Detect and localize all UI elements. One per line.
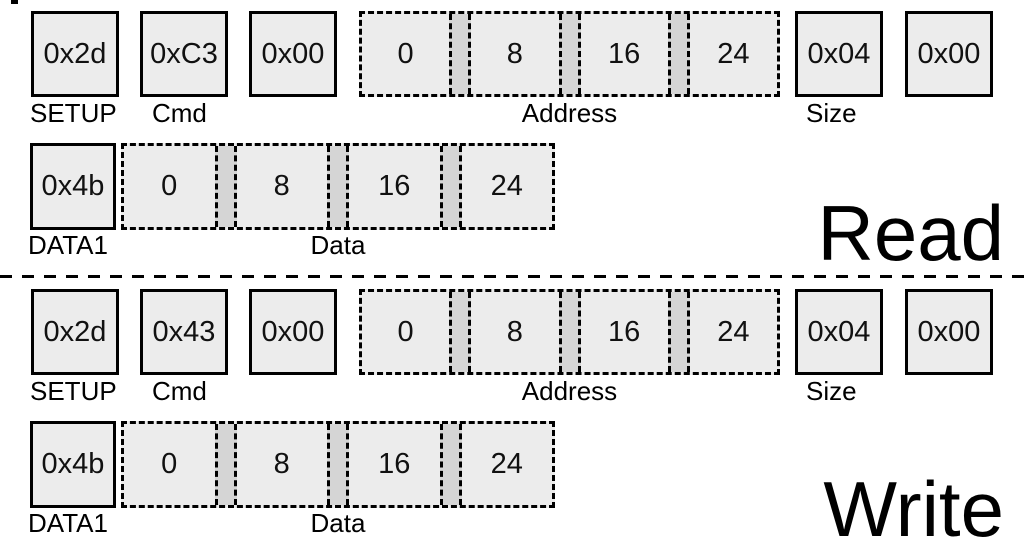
write-reserved1-value: 0x00 bbox=[261, 315, 325, 348]
byte-offset-cell: 0 bbox=[397, 315, 414, 348]
byte-separator bbox=[439, 424, 462, 505]
write-data1-box: 0x4b bbox=[30, 421, 116, 508]
read-address-label: Address bbox=[521, 98, 618, 128]
write-address-field: 0 8 16 24 bbox=[359, 289, 780, 375]
write-reserved2-box: 0x00 bbox=[905, 289, 993, 375]
read-data-field: 0 8 16 24 bbox=[121, 143, 555, 230]
byte-offset-cell: 0 bbox=[161, 170, 178, 202]
read-setup-value: 0x2d bbox=[43, 37, 107, 70]
stray-mark bbox=[11, 0, 18, 4]
byte-separator bbox=[214, 424, 237, 505]
read-title: Read bbox=[817, 189, 1004, 277]
byte-offset-cell: 8 bbox=[273, 448, 290, 480]
byte-offset-cell: 16 bbox=[607, 315, 641, 348]
byte-offset-cell: 8 bbox=[273, 170, 290, 202]
byte-separator bbox=[667, 14, 690, 94]
read-reserved2-box: 0x00 bbox=[905, 11, 993, 97]
write-setup-label: SETUP bbox=[30, 376, 117, 406]
byte-offset-cell: 0 bbox=[397, 37, 414, 70]
write-reserved1-box: 0x00 bbox=[249, 289, 337, 375]
byte-separator bbox=[667, 292, 690, 372]
byte-offset-cell: 24 bbox=[490, 448, 523, 480]
read-reserved1-value: 0x00 bbox=[261, 37, 325, 70]
write-size-box: 0x04 bbox=[795, 289, 883, 375]
section-divider bbox=[0, 275, 1024, 278]
write-address-label: Address bbox=[521, 376, 618, 406]
write-title: Write bbox=[823, 465, 1004, 550]
write-data1-value: 0x4b bbox=[41, 448, 105, 480]
read-address-field: 0 8 16 24 bbox=[359, 11, 780, 97]
read-size-box: 0x04 bbox=[795, 11, 883, 97]
write-setup-value: 0x2d bbox=[43, 315, 107, 348]
write-reserved2-value: 0x00 bbox=[917, 315, 981, 348]
byte-offset-cell: 8 bbox=[506, 37, 523, 70]
byte-separator bbox=[449, 14, 472, 94]
read-data1-label: DATA1 bbox=[28, 230, 108, 260]
read-data1-value: 0x4b bbox=[41, 170, 105, 202]
write-setup-box: 0x2d bbox=[31, 289, 119, 375]
write-cmd-value: 0x43 bbox=[152, 315, 216, 348]
byte-offset-cell: 24 bbox=[490, 170, 523, 202]
read-size-value: 0x04 bbox=[807, 37, 871, 70]
byte-offset-cell: 16 bbox=[378, 448, 411, 480]
byte-separator bbox=[214, 146, 237, 227]
byte-offset-cell: 16 bbox=[607, 37, 641, 70]
byte-offset-cell: 24 bbox=[717, 37, 750, 70]
read-cmd-label: Cmd bbox=[152, 98, 207, 128]
byte-offset-cell: 0 bbox=[161, 448, 178, 480]
read-setup-label: SETUP bbox=[30, 98, 117, 128]
byte-separator bbox=[327, 424, 349, 505]
byte-offset-cell: 24 bbox=[717, 315, 750, 348]
write-cmd-box: 0x43 bbox=[140, 289, 228, 375]
byte-offset-cell: 8 bbox=[506, 315, 523, 348]
read-data-label: Data bbox=[310, 230, 366, 260]
byte-offset-cell: 16 bbox=[378, 170, 411, 202]
write-data1-label: DATA1 bbox=[28, 508, 108, 538]
byte-separator bbox=[558, 14, 581, 94]
write-data-label: Data bbox=[310, 508, 366, 538]
read-cmd-value: 0xC3 bbox=[150, 37, 218, 70]
byte-separator bbox=[449, 292, 472, 372]
write-cmd-label: Cmd bbox=[152, 376, 207, 406]
write-size-label: Size bbox=[806, 376, 857, 406]
read-reserved2-value: 0x00 bbox=[917, 37, 981, 70]
byte-separator bbox=[558, 292, 581, 372]
read-reserved1-box: 0x00 bbox=[249, 11, 337, 97]
read-setup-box: 0x2d bbox=[31, 11, 119, 97]
read-data1-box: 0x4b bbox=[30, 143, 116, 230]
byte-separator bbox=[439, 146, 462, 227]
write-data-field: 0 8 16 24 bbox=[121, 421, 555, 508]
read-size-label: Size bbox=[806, 98, 857, 128]
byte-separator bbox=[327, 146, 349, 227]
read-cmd-box: 0xC3 bbox=[140, 11, 228, 97]
write-size-value: 0x04 bbox=[807, 315, 871, 348]
